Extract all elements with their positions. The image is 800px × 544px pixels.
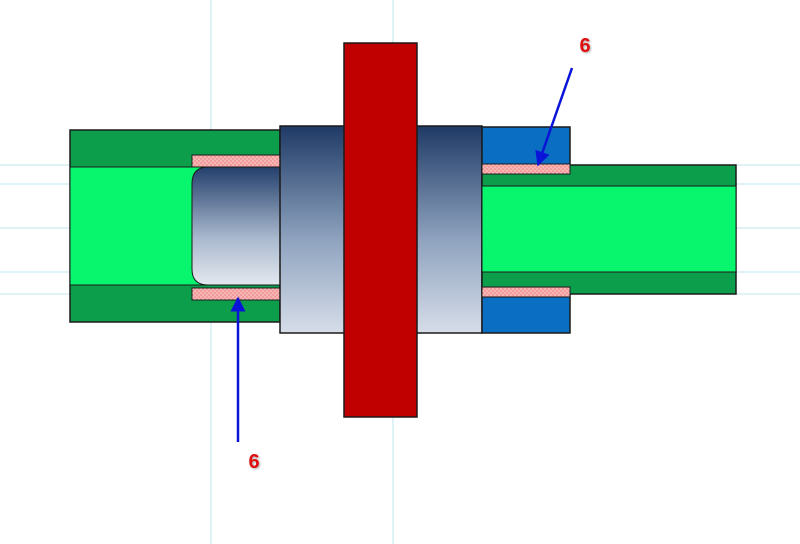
seal-ring-left-bottom	[191, 287, 281, 301]
callout-label-top: 6	[579, 35, 590, 57]
right-pipe-bore	[481, 185, 737, 273]
callout-arrow-top	[535, 67, 574, 167]
seal-ring-right-top	[481, 163, 571, 175]
seal-ring-left-top	[191, 154, 281, 168]
flange-plate	[343, 42, 418, 418]
callout-label-bottom: 6	[248, 451, 259, 473]
right-pipe	[481, 164, 737, 295]
left-spigot	[191, 166, 281, 286]
seal-ring-right-bottom	[481, 286, 571, 298]
